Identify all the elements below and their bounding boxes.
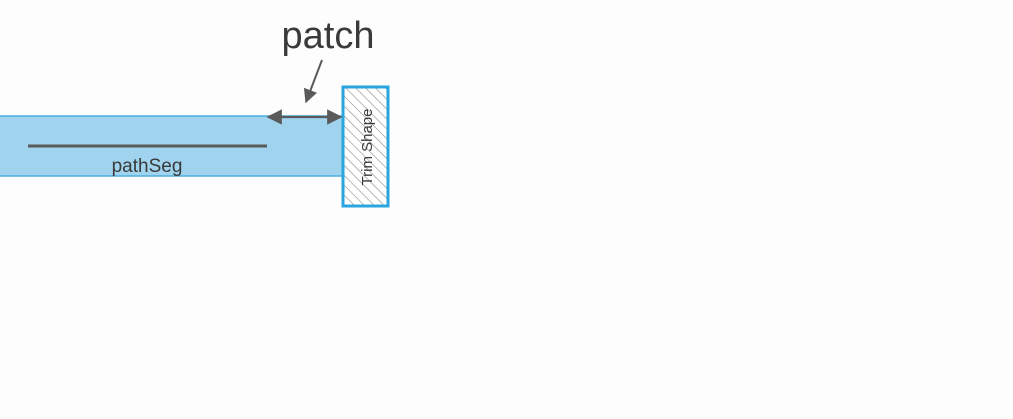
- path-segment-label: pathSeg: [112, 156, 183, 177]
- patch-pointer-arrow: [303, 59, 323, 104]
- trim-shape-label: Trim Shape: [359, 109, 376, 186]
- trim-shape: [341, 85, 390, 208]
- patch-label: patch: [282, 15, 375, 57]
